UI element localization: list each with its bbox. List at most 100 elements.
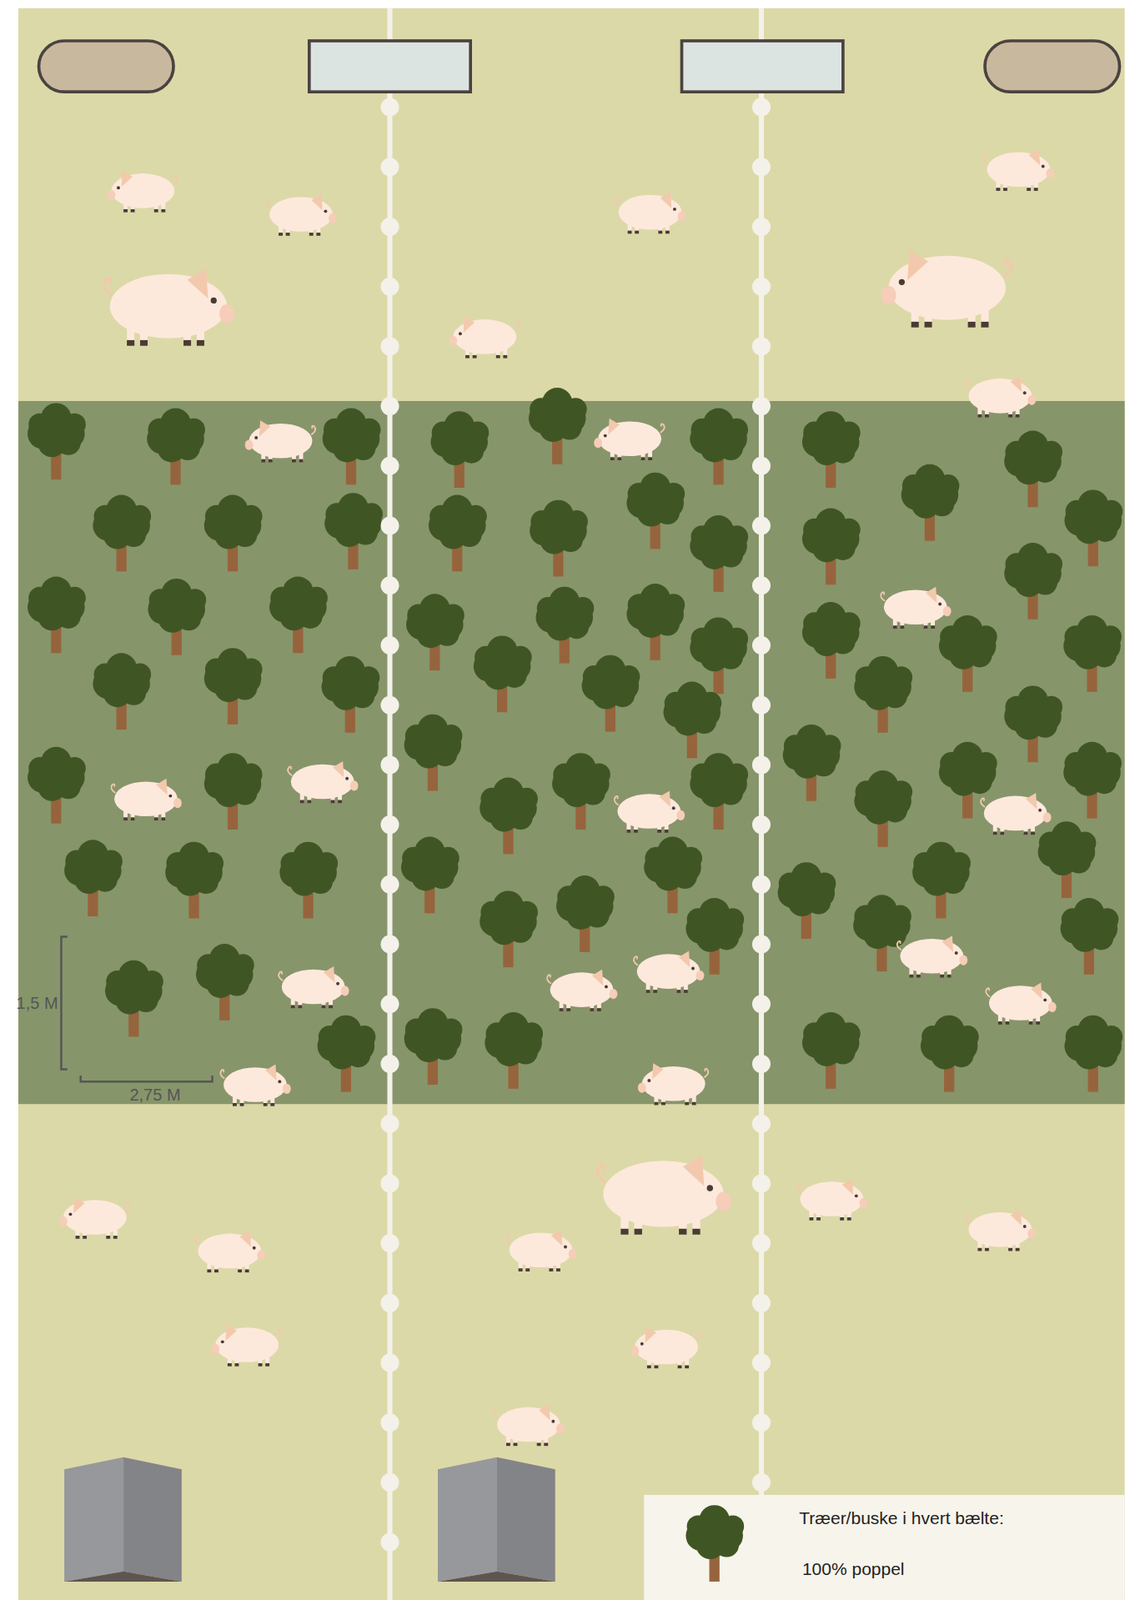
poplar-tree xyxy=(920,1015,980,1093)
poplar-tree xyxy=(689,617,749,694)
fence-post xyxy=(752,1054,771,1074)
tree-belt xyxy=(18,401,1125,1105)
poplar-tree xyxy=(626,583,685,661)
feeder-oval xyxy=(984,40,1120,92)
fence-post xyxy=(380,457,399,476)
fence-post xyxy=(752,396,771,416)
poplar-tree xyxy=(428,495,488,573)
poplar-tree xyxy=(802,411,861,488)
poplar-tree xyxy=(783,724,842,802)
pig xyxy=(547,969,618,1012)
dimension-label: 2,75 M xyxy=(129,1085,181,1105)
poplar-tree xyxy=(27,576,86,653)
poplar-tree xyxy=(165,842,224,920)
pig xyxy=(195,1230,266,1273)
fence-post xyxy=(752,98,771,117)
pig xyxy=(984,149,1055,191)
poplar-tree xyxy=(582,655,641,733)
fence-post xyxy=(380,1354,399,1373)
fence-post xyxy=(752,1114,771,1134)
fence-post xyxy=(752,157,771,176)
fence-post xyxy=(752,636,771,655)
pig-hut xyxy=(437,1457,556,1582)
fence-post xyxy=(752,1473,771,1492)
pig xyxy=(597,1155,731,1235)
fence-post xyxy=(380,336,399,356)
fence-post xyxy=(752,1294,771,1313)
fence-post xyxy=(752,217,771,237)
pig xyxy=(506,1230,577,1272)
pig xyxy=(59,1197,130,1240)
fence-post xyxy=(752,1174,771,1193)
feeder-oval xyxy=(39,40,175,92)
fence-post xyxy=(380,1413,399,1432)
pig xyxy=(630,1326,701,1369)
poplar-tree xyxy=(802,507,861,585)
fence-post xyxy=(380,157,399,176)
poplar-tree xyxy=(626,472,685,550)
field-ground xyxy=(18,8,1125,1600)
pig xyxy=(637,1063,709,1105)
poplar-tree xyxy=(317,1015,377,1093)
legend-text: 100% poppel xyxy=(802,1559,905,1580)
water-trough xyxy=(309,40,471,92)
fence-post xyxy=(380,994,399,1014)
poplar-tree xyxy=(536,587,595,664)
poplar-tree xyxy=(528,387,588,465)
pig xyxy=(980,793,1051,835)
poplar-tree xyxy=(321,656,381,734)
fence-post xyxy=(752,517,771,536)
pig xyxy=(880,250,1011,328)
fence-post xyxy=(380,517,399,536)
poplar-tree xyxy=(1004,685,1063,763)
fence-post xyxy=(380,1054,399,1074)
fence-post xyxy=(380,696,399,715)
fence-post xyxy=(380,636,399,655)
pig xyxy=(493,1404,564,1447)
pig xyxy=(593,418,664,461)
poplar-tree xyxy=(556,875,615,953)
pig xyxy=(110,778,181,821)
fence-post xyxy=(380,1114,399,1134)
fence-post xyxy=(752,277,771,297)
fence-post xyxy=(380,1533,399,1552)
pig xyxy=(448,316,519,358)
fence-post xyxy=(380,98,399,117)
pig xyxy=(615,191,686,234)
poplar-tree xyxy=(147,578,206,656)
fence-post xyxy=(752,336,771,356)
pig xyxy=(278,966,349,1009)
poplar-tree xyxy=(689,515,749,593)
poplar-tree xyxy=(662,682,722,759)
poplar-tree xyxy=(1004,430,1063,508)
poplar-tree xyxy=(1060,898,1120,975)
poplar-tree xyxy=(689,408,749,486)
poplar-tree xyxy=(479,890,538,968)
poplar-tree xyxy=(404,1008,463,1085)
poplar-tree xyxy=(643,837,703,915)
poplar-tree xyxy=(204,753,263,830)
poplar-tree xyxy=(27,402,86,480)
poplar-tree xyxy=(802,602,861,679)
pig xyxy=(107,170,178,212)
legend-heading: Træer/buske i hvert bælte: xyxy=(798,1508,1004,1529)
fence-post xyxy=(752,576,771,595)
pig-hut xyxy=(64,1457,182,1582)
pig xyxy=(245,420,316,463)
poplar-tree xyxy=(901,464,960,542)
poplar-tree xyxy=(92,652,151,730)
fence-post xyxy=(380,576,399,595)
fence-post xyxy=(380,396,399,416)
poplar-tree xyxy=(430,411,489,488)
poplar-tree xyxy=(279,842,338,920)
fence-post xyxy=(380,935,399,955)
poplar-tree xyxy=(1063,742,1122,819)
pig xyxy=(965,375,1036,417)
poplar-tree xyxy=(324,492,383,570)
poplar-tree xyxy=(195,944,255,1021)
fence-post xyxy=(752,815,771,834)
pig xyxy=(897,935,968,978)
tree-group xyxy=(27,387,1123,1092)
poplar-tree xyxy=(401,837,460,915)
